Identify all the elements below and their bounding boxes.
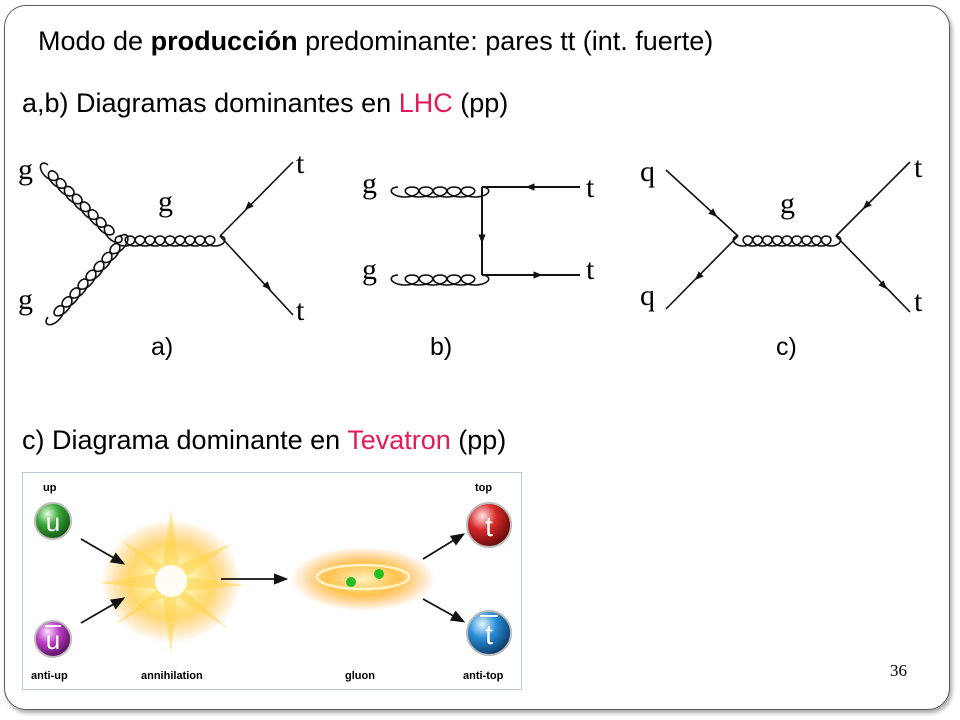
label-c-t-top: t: [914, 151, 923, 184]
diagram-b: g g t t b): [362, 167, 595, 361]
caption-b: b): [430, 333, 452, 361]
label-a-g-propagator: g: [158, 185, 173, 218]
arrow-antiup-to-flash: [80, 597, 126, 624]
up-symbol: u: [46, 507, 60, 537]
quark-c-out-bottom: [835, 235, 911, 313]
label-a-t-bottom: t: [296, 294, 305, 327]
title-prefix: Modo de: [38, 26, 151, 56]
diagram-a: g g g t t a): [18, 147, 305, 361]
diagram-c: q q g t t c): [640, 151, 923, 361]
label-c-q-top: q: [640, 155, 655, 188]
quark-a-out-bottom: [219, 235, 294, 316]
annihilation-svg: u u t t up top anti-up annihilation gluo…: [23, 473, 521, 689]
lhc-label: LHC: [398, 88, 453, 118]
annihilation-flash: [99, 509, 245, 653]
gluon-a-in-top: [39, 162, 123, 244]
label-gluon: gluon: [345, 670, 375, 682]
annihilation-illustration: u u t t up top anti-up annihilation gluo…: [22, 472, 522, 690]
tevatron-subtitle-suffix: (pp): [450, 425, 507, 455]
quark-a-out-top: [219, 161, 294, 237]
title-suffix: predominante: pares tt (int. fuerte): [297, 26, 714, 56]
tevatron-subtitle: c) Diagrama dominante en Tevatron (pp): [22, 425, 506, 456]
arrow-gluon-to-antitop: [422, 598, 466, 623]
gluon-a-propagator: [114, 235, 226, 247]
label-annihilation: annihilation: [141, 670, 203, 682]
label-b-t-bottom: t: [586, 253, 595, 286]
label-up: up: [43, 482, 57, 494]
slide-title: Modo de producción predominante: pares t…: [38, 26, 713, 57]
label-b-t-top: t: [586, 171, 595, 204]
label-c-t-bottom: t: [914, 285, 923, 318]
top-quark: t: [466, 502, 512, 548]
caption-c: c): [776, 333, 797, 361]
title-bold-word: producción: [150, 26, 298, 56]
quark-c-out-top: [835, 161, 911, 237]
quark-c-in-bottom: [665, 235, 739, 310]
label-c-g-propagator: g: [780, 187, 795, 220]
up-quark: u: [34, 502, 72, 540]
anti-top-symbol: t: [485, 619, 493, 650]
label-top: top: [475, 482, 492, 494]
label-anti-top: anti-top: [463, 670, 504, 682]
label-a-g-bottom: g: [18, 283, 33, 316]
anti-up-quark: u: [34, 620, 72, 658]
label-b-g-bottom: g: [362, 253, 377, 286]
anti-top-quark: t: [466, 610, 512, 656]
tevatron-label: Tevatron: [347, 425, 451, 455]
label-b-g-top: g: [362, 167, 377, 200]
label-a-t-top: t: [296, 147, 305, 180]
arrow-up-to-flash: [80, 538, 126, 565]
label-a-g-top: g: [18, 153, 33, 186]
tevatron-subtitle-prefix: c) Diagrama dominante en: [22, 425, 348, 455]
panel-background: [23, 473, 521, 689]
gluon-a-in-bottom: [45, 233, 129, 326]
gluon-b-bottom: [390, 274, 490, 286]
slide-frame: [4, 5, 950, 710]
caption-a: a): [151, 333, 173, 361]
gluon-glow: [291, 547, 435, 611]
gluon-dot-2: [374, 569, 384, 579]
label-anti-up: anti-up: [31, 670, 68, 682]
gluon-dot-1: [346, 577, 356, 587]
page-number: 36: [890, 661, 907, 680]
label-c-q-bottom: q: [640, 279, 655, 312]
gluon-c-propagator: [732, 235, 842, 247]
lhc-subtitle-suffix: (pp): [452, 88, 509, 118]
top-symbol: t: [485, 511, 493, 542]
quark-c-in-top: [665, 169, 739, 237]
gluon-b-top: [390, 186, 490, 198]
lhc-subtitle: a,b) Diagramas dominantes en LHC (pp): [22, 88, 508, 119]
arrow-gluon-to-top: [422, 533, 466, 560]
anti-up-symbol: u: [46, 625, 60, 655]
lhc-subtitle-prefix: a,b) Diagramas dominantes en: [22, 88, 399, 118]
feynman-diagrams: g g g t t a) g g t t b) q q g t t: [18, 147, 923, 361]
